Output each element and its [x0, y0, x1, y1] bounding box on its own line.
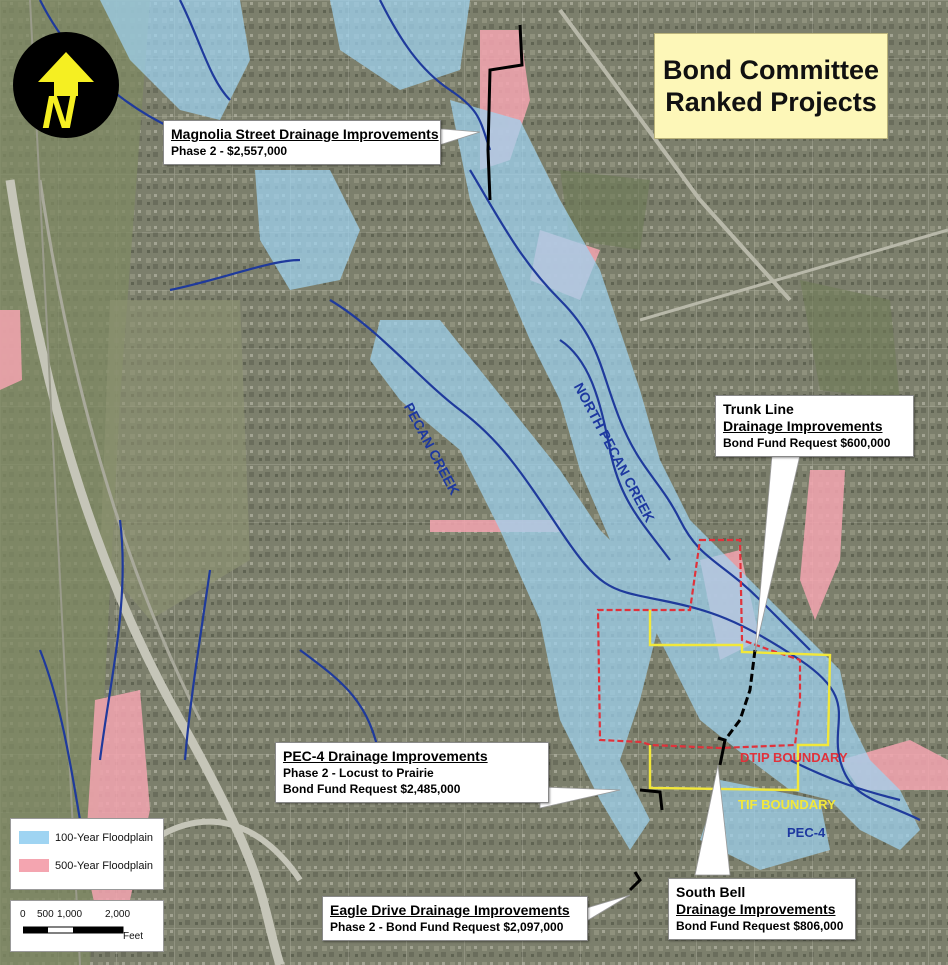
trunk-title-1: Trunk Line: [723, 401, 794, 417]
diagonal-road: [558, 8, 792, 302]
frontage-road: [38, 179, 202, 721]
project-lines: [486, 24, 757, 892]
tributary-west-3: [183, 569, 212, 761]
callout-magnolia: Magnolia Street Drainage Improvements Ph…: [163, 120, 441, 165]
legend-label-500yr: 500-Year Floodplain: [55, 859, 154, 872]
magnolia-detail: Phase 2 - $2,557,000: [171, 144, 288, 158]
eagle-detail: Phase 2 - Bond Fund Request $2,097,000: [330, 920, 564, 934]
map-title-line-2: Ranked Projects: [665, 87, 877, 117]
pec4-detail-1: Phase 2 - Locust to Prairie: [283, 766, 434, 780]
dtip-boundary-line: [596, 538, 802, 750]
scale-tick-500: 500: [37, 909, 54, 920]
tributary-central: [299, 649, 382, 761]
callout-south-bell: South Bell Drainage Improvements Bond Fu…: [668, 878, 856, 940]
pec4-detail-2: Bond Fund Request $2,485,000: [283, 782, 461, 796]
tif-boundary-label: TIF BOUNDARY: [738, 797, 836, 812]
scale-bar-graphic: [23, 926, 124, 934]
tributary-west-2: [38, 649, 82, 821]
scale-tick-1000: 1,000: [57, 909, 83, 920]
scale-unit: Feet: [123, 931, 144, 942]
legend: 100-Year Floodplain 500-Year Floodplain: [10, 818, 164, 890]
tributary-west-1: [98, 519, 124, 761]
east-road: [639, 228, 948, 322]
legend-label-100yr: 100-Year Floodplain: [55, 831, 154, 844]
open-field: [100, 300, 250, 620]
map-title-box: Bond Committee Ranked Projects: [654, 33, 888, 139]
legend-item-100yr: 100-Year Floodplain: [19, 831, 153, 844]
legend-swatch-100yr: [19, 831, 49, 844]
interstate-highway: [5, 179, 285, 965]
north-arrow-letter: N: [42, 86, 76, 138]
pec4-branch: [789, 759, 901, 802]
rail-line: [29, 0, 81, 965]
scale-tick-2000: 2,000: [105, 909, 131, 920]
park-area: [560, 170, 650, 250]
scale-tick-0: 0: [20, 909, 26, 920]
scale-bar: 0 500 1,000 2,000 Feet: [10, 900, 164, 952]
magnolia-project-line: [486, 24, 524, 201]
pec4-title: PEC-4 Drainage Improvements: [283, 748, 488, 764]
tributary-north-3: [169, 258, 301, 292]
trunk-title-2: Drainage Improvements: [723, 418, 883, 434]
tributary-magnolia: [379, 0, 492, 151]
tributary-nw: [179, 0, 231, 101]
tributary-north: [559, 339, 671, 561]
trunk-detail: Bond Fund Request $600,000: [723, 436, 891, 450]
south-bell-title-1: South Bell: [676, 884, 746, 900]
pec4-project-line: [639, 788, 664, 811]
pecan-creek-line: [329, 299, 921, 821]
south-bell-detail: Bond Fund Request $806,000: [676, 919, 844, 933]
golf-course-area: [800, 280, 900, 400]
south-bell-project-line: [717, 736, 727, 766]
south-bell-title-2: Drainage Improvements: [676, 901, 836, 917]
pec4-label: PEC-4: [787, 825, 826, 840]
dtip-boundary-label: DTIP BOUNDARY: [740, 750, 848, 765]
eagle-title: Eagle Drive Drainage Improvements: [330, 902, 570, 918]
eagle-project-line: [628, 871, 642, 892]
magnolia-title: Magnolia Street Drainage Improvements: [171, 126, 439, 142]
map-title-line-1: Bond Committee: [663, 55, 879, 85]
callout-pec4: PEC-4 Drainage Improvements Phase 2 - Lo…: [275, 742, 549, 803]
tif-boundary-line: [648, 610, 832, 792]
legend-item-500yr: 500-Year Floodplain: [19, 859, 153, 872]
legend-swatch-500yr: [19, 859, 49, 872]
callout-eagle: Eagle Drive Drainage Improvements Phase …: [322, 896, 588, 941]
north-arrow-graphic: [13, 32, 119, 138]
callout-trunk-line: Trunk Line Drainage Improvements Bond Fu…: [715, 395, 914, 457]
trunk-line-project-line: [723, 649, 757, 741]
